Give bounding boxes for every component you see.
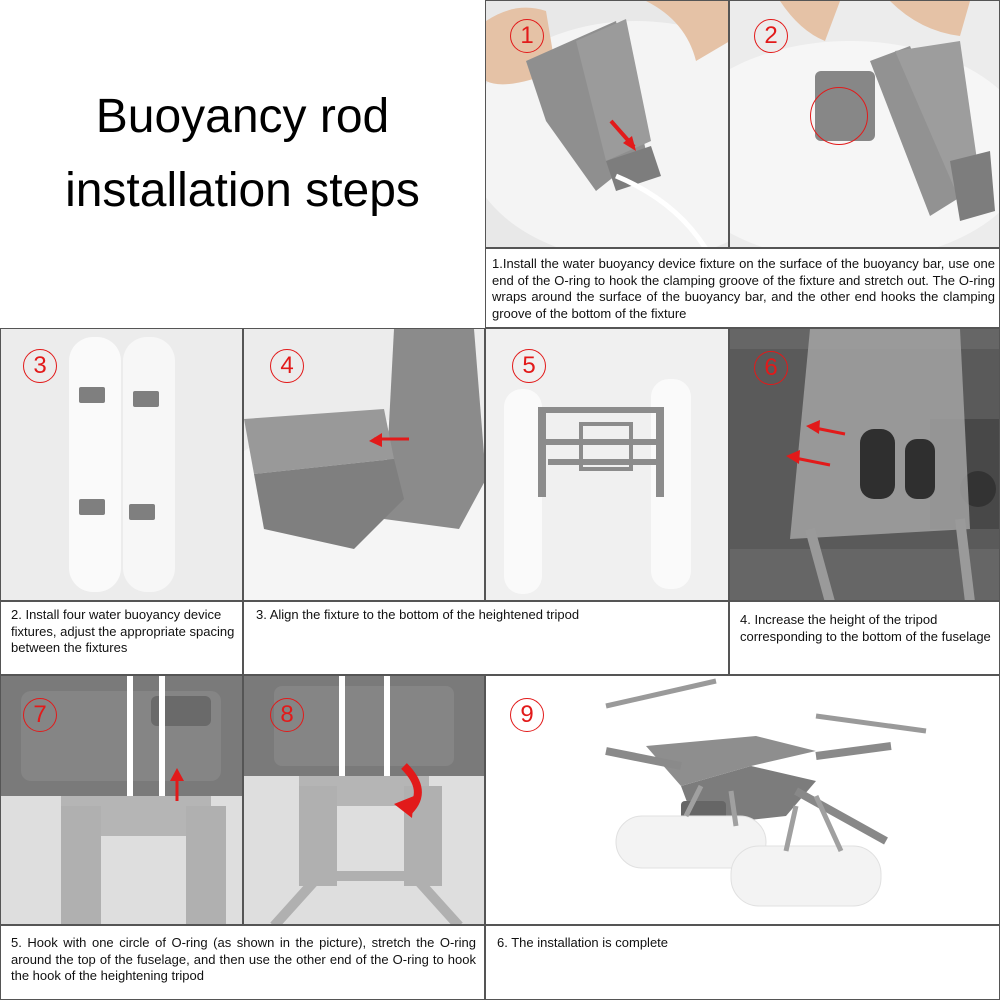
step-number-badge: 6 bbox=[754, 351, 788, 385]
step-1-caption: 1.Install the water buoyancy device fixt… bbox=[492, 256, 995, 321]
step-number-badge: 5 bbox=[512, 349, 546, 383]
step-number-badge: 4 bbox=[270, 349, 304, 383]
highlight-circle bbox=[810, 87, 868, 145]
step-4-caption: 3. Align the fixture to the bottom of th… bbox=[256, 607, 580, 622]
step-3-photo: 3 bbox=[0, 328, 243, 601]
step-3-caption: 2. Install four water buoyancy device fi… bbox=[11, 607, 235, 655]
step-number-badge: 1 bbox=[510, 19, 544, 53]
title-line-1: Buoyancy rod bbox=[95, 90, 390, 143]
step-9-caption: 6. The installation is complete bbox=[497, 935, 669, 950]
step-5-photo: 5 bbox=[485, 328, 729, 601]
step-9-caption-box: 6. The installation is complete bbox=[485, 925, 1000, 1000]
step-number-badge: 7 bbox=[23, 698, 57, 732]
step-6-illustration bbox=[730, 329, 999, 600]
step-3-caption-box: 2. Install four water buoyancy device fi… bbox=[0, 601, 243, 675]
step-7-caption-box: 5. Hook with one circle of O-ring (as sh… bbox=[0, 925, 485, 1000]
step-number-badge: 8 bbox=[270, 698, 304, 732]
title-line-2: installation steps bbox=[65, 164, 420, 217]
step-8-photo: 8 bbox=[243, 675, 485, 925]
step-4-caption-box: 3. Align the fixture to the bottom of th… bbox=[243, 601, 729, 675]
step-6-caption-box: 4. Increase the height of the tripod cor… bbox=[729, 601, 1000, 675]
page-title: Buoyancy rod installation steps bbox=[0, 80, 485, 228]
step-number-badge: 2 bbox=[754, 19, 788, 53]
step-6-caption: 4. Increase the height of the tripod cor… bbox=[740, 612, 991, 644]
step-1-photo: 1 bbox=[485, 0, 729, 248]
step-6-photo: 6 bbox=[729, 328, 1000, 601]
step-number-badge: 9 bbox=[510, 698, 544, 732]
step-9-photo: 9 bbox=[485, 675, 1000, 925]
step-9-illustration bbox=[486, 676, 999, 924]
step-4-photo: 4 bbox=[243, 328, 485, 601]
step-2-photo: 2 bbox=[729, 0, 1000, 248]
step-7-caption: 5. Hook with one circle of O-ring (as sh… bbox=[11, 935, 476, 983]
step-7-photo: 7 bbox=[0, 675, 243, 925]
step-number-badge: 3 bbox=[23, 349, 57, 383]
step-1-caption-box: 1.Install the water buoyancy device fixt… bbox=[485, 248, 1000, 328]
